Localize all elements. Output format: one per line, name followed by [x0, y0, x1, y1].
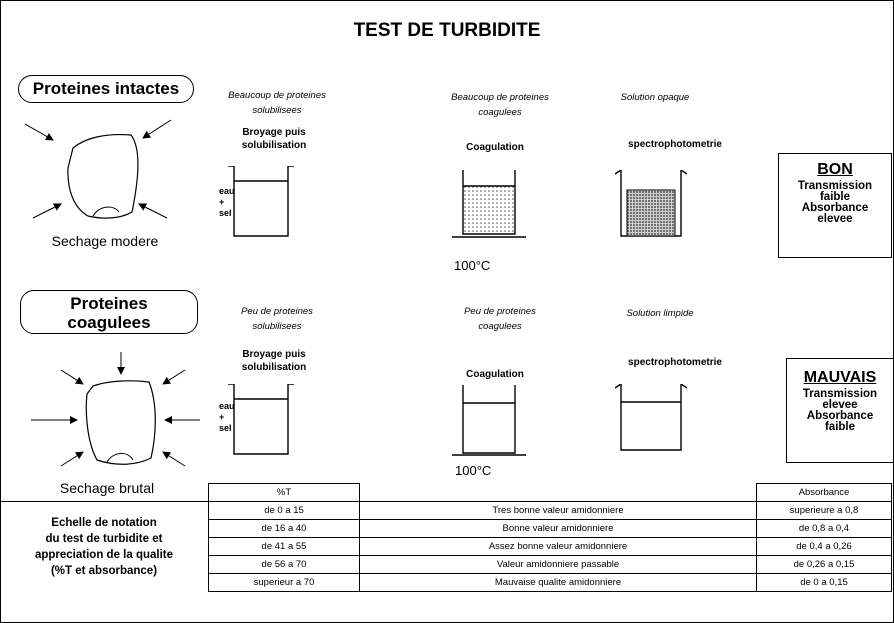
cell-abs: de 0,8 a 0,4: [756, 519, 892, 538]
action-step3-row1: spectrophotometrie: [628, 139, 722, 150]
cell-t: superieur a 70: [208, 573, 360, 592]
cell-quality: Bonne valeur amidonniere: [359, 519, 757, 538]
grain-outline: [85, 380, 156, 465]
beaker-step1-row1: [228, 166, 294, 237]
drying-label-brutal: Sechage brutal: [59, 480, 155, 496]
cell-quality: Valeur amidonniere passable: [359, 555, 757, 574]
cell-quality: Tres bonne valeur amidonniere: [359, 501, 757, 520]
table-row: superieur a 70 Mauvaise qualite amidonni…: [0, 573, 892, 592]
action-step2-row1: Coagulation: [466, 142, 524, 153]
grain-brutal-drying: [31, 352, 200, 467]
table-row: de 56 a 70 Valeur amidonniere passable d…: [0, 555, 892, 574]
cell-t: de 56 a 70: [208, 555, 360, 574]
cell-t: de 0 a 15: [208, 501, 360, 520]
beaker-step2-row2: [452, 385, 526, 456]
grain-outline: [67, 133, 139, 219]
note-step3-row1: Solution opaque: [620, 92, 690, 103]
beaker-step3-row2: [615, 384, 687, 451]
temperature-row1: 100°C: [454, 258, 491, 273]
cell-quality: Assez bonne valeur amidonniere: [359, 537, 757, 556]
cell-quality: Mauvaise qualite amidonniere: [359, 573, 757, 592]
ingredients-row1: eau+sel: [219, 186, 235, 218]
action-step2-row2: Coagulation: [466, 369, 524, 380]
action-step3-row2: spectrophotometrie: [628, 357, 722, 368]
note-step3-row2: Solution limpide: [626, 308, 694, 319]
scale-header-row: %T Absorbance: [0, 483, 892, 502]
header-absorbance: Absorbance: [756, 483, 892, 502]
label-proteines-intactes: Proteines intactes: [18, 75, 194, 103]
temperature-row2: 100°C: [455, 463, 492, 478]
grain-moderate-drying: [25, 119, 172, 219]
header-transmission: %T: [208, 483, 360, 502]
cell-t: de 16 a 40: [208, 519, 360, 538]
beaker-step3-row1: [615, 170, 687, 237]
beaker-step2-row1: [452, 170, 526, 238]
cell-abs: de 0,4 a 0,26: [756, 537, 892, 556]
cell-abs: superieure a 0,8: [756, 501, 892, 520]
page-title: TEST DE TURBIDITE: [353, 20, 541, 41]
cell-abs: de 0,26 a 0,15: [756, 555, 892, 574]
drying-label-moderate: Sechage modere: [51, 233, 159, 249]
cell-abs: de 0 a 0,15: [756, 573, 892, 592]
cell-t: de 41 a 55: [208, 537, 360, 556]
beaker-step1-row2: [228, 384, 294, 455]
ingredients-row2: eau+sel: [219, 401, 235, 433]
